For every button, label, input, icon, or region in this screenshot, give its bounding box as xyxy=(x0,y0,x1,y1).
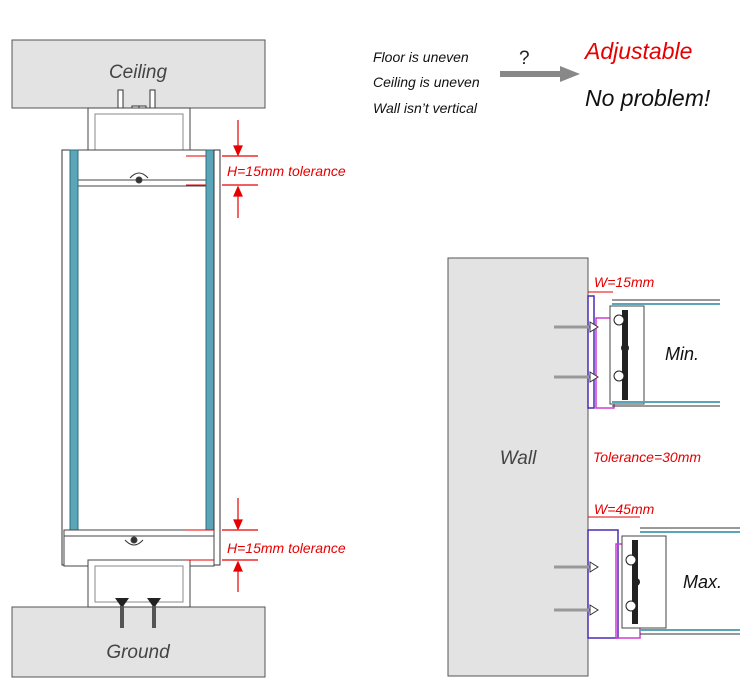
ceiling-block: Ceiling xyxy=(11,39,266,109)
conditions-list: Floor is uneven Ceiling is uneven Wall i… xyxy=(373,49,480,116)
condition-item: Ceiling is uneven xyxy=(373,74,480,90)
max-detail: W=45mm Max. xyxy=(554,501,740,639)
ground-block: Ground xyxy=(11,606,266,678)
min-label: Min. xyxy=(665,344,699,364)
right-glass-panel xyxy=(205,149,221,566)
adjustable-label: Adjustable xyxy=(583,38,692,64)
min-detail: W=15mm Min. xyxy=(554,274,720,409)
ground-label: Ground xyxy=(106,642,171,663)
top-tolerance-arrows xyxy=(222,120,258,218)
question-mark: ? xyxy=(519,48,530,69)
top-channel-profile xyxy=(63,107,215,187)
top-tolerance-label: H=15mm tolerance xyxy=(227,163,346,179)
wall-label: Wall xyxy=(500,448,537,469)
ground-anchor-screws xyxy=(115,598,161,628)
left-glass-panel xyxy=(61,149,79,566)
condition-item: Wall isn’t vertical xyxy=(373,100,478,116)
ceiling-label: Ceiling xyxy=(109,62,168,83)
condition-item: Floor is uneven xyxy=(373,49,469,65)
bottom-tolerance-label: H=15mm tolerance xyxy=(227,540,346,556)
w-min-label: W=15mm xyxy=(594,274,655,290)
bottom-tolerance-arrows xyxy=(222,498,258,592)
max-label: Max. xyxy=(683,572,722,592)
tolerance-total-label: Tolerance=30mm xyxy=(593,449,701,465)
bottom-channel-profile xyxy=(63,529,215,608)
w-max-label: W=45mm xyxy=(594,501,655,517)
no-problem-label: No problem! xyxy=(585,85,711,111)
wall-block: Wall xyxy=(447,257,589,677)
arrow-right-icon xyxy=(500,66,580,82)
